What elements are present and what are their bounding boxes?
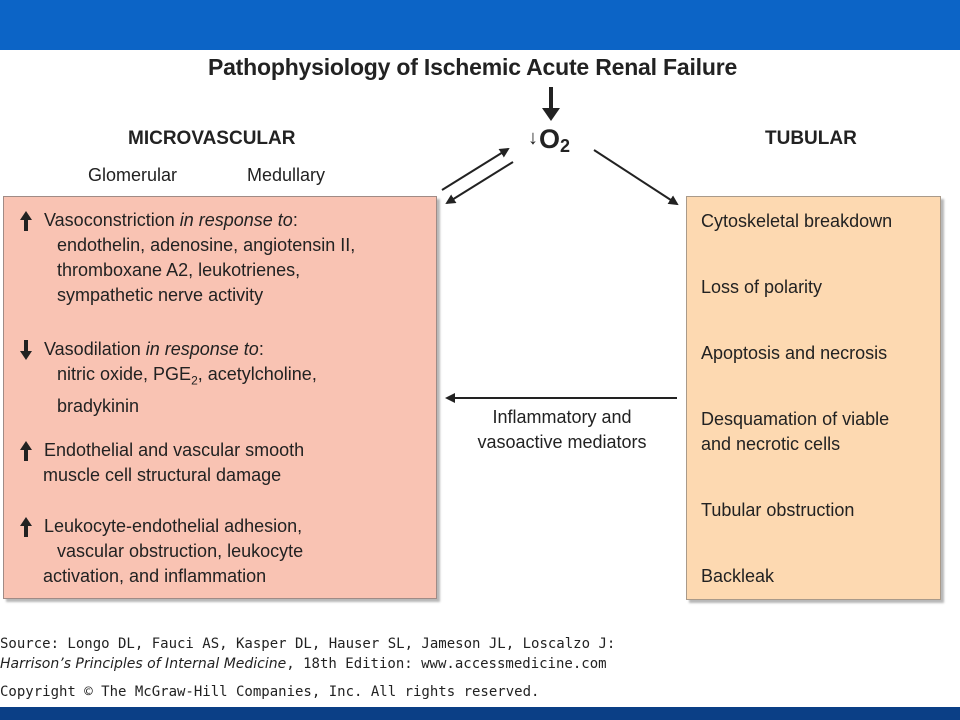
- vasodilation-line1-sub: 2: [191, 373, 198, 388]
- oxygen-decrease-label: ↓O2: [528, 124, 571, 156]
- arrow-up-icon: [20, 211, 32, 231]
- vasodilation-line1-pre: nitric oxide, PGE: [57, 364, 192, 384]
- mediators-line: Inflammatory and: [492, 407, 632, 427]
- arrow-up-icon: [20, 441, 32, 461]
- vasodilation-title: Vasodilation: [44, 339, 146, 359]
- slide-header-bar: [0, 0, 960, 50]
- tubular-item: Cytoskeletal breakdown: [701, 211, 893, 231]
- medullary-label: Medullary: [247, 165, 326, 185]
- arrow-down-icon: [20, 340, 32, 360]
- adhesion-line: activation, and inflammation: [43, 566, 267, 586]
- adhesion-entry: Leukocyte-endothelial adhesion, vascular…: [18, 514, 303, 589]
- source-citation: Source: Longo DL, Fauci AS, Kasper DL, H…: [0, 636, 616, 652]
- oxygen-symbol: O: [539, 124, 561, 154]
- structural-damage-line: muscle cell structural damage: [43, 465, 282, 485]
- book-title: Harrison’s Principles of Internal Medici…: [0, 656, 287, 672]
- microvascular-heading: MICROVASCULAR: [128, 128, 296, 149]
- arrow-microvascular-to-o2: [441, 147, 510, 191]
- tubular-heading: TUBULAR: [765, 128, 857, 149]
- arrow-o2-to-tubular: [593, 149, 679, 206]
- vasoconstriction-title: Vasoconstriction: [44, 210, 180, 230]
- source-book-line: Harrison’s Principles of Internal Medici…: [0, 656, 607, 672]
- vasoconstriction-line: sympathetic nerve activity: [57, 285, 264, 305]
- microvascular-box: Vasoconstriction in response to: endothe…: [3, 196, 437, 599]
- tubular-box: Cytoskeletal breakdown Loss of polarity …: [686, 196, 941, 600]
- slide-footer-bar: [0, 707, 960, 720]
- tubular-item: Apoptosis and necrosis: [701, 343, 888, 363]
- vasoconstriction-qualifier: in response to: [179, 210, 293, 230]
- copyright-notice: Copyright © The McGraw-Hill Companies, I…: [0, 684, 540, 700]
- mediators-line: vasoactive mediators: [477, 432, 647, 452]
- arrow-o2-to-microvascular: [445, 161, 514, 205]
- down-arrow-icon: ↓: [528, 127, 538, 149]
- vasodilation-entry: Vasodilation in response to: nitric oxid…: [18, 337, 317, 419]
- vasodilation-line: bradykinin: [57, 395, 140, 416]
- diagram-title: Pathophysiology of Ischemic Acute Renal …: [207, 54, 738, 80]
- tubular-item: and necrotic cells: [701, 434, 841, 454]
- structural-damage-entry: Endothelial and vascular smooth muscle c…: [18, 438, 304, 488]
- oxygen-subscript: 2: [560, 136, 571, 156]
- mediators-label: Inflammatory and vasoactive mediators: [452, 405, 672, 455]
- arrow-title-to-o2-head: [542, 108, 560, 121]
- vasoconstriction-entry: Vasoconstriction in response to: endothe…: [18, 208, 355, 308]
- arrow-up-icon: [20, 517, 32, 537]
- adhesion-title: Leukocyte-endothelial adhesion,: [44, 516, 303, 536]
- tubular-item: Backleak: [701, 566, 775, 586]
- vasoconstriction-line: thromboxane A2, leukotrienes,: [57, 260, 301, 280]
- tubular-item: Loss of polarity: [701, 277, 823, 297]
- tubular-item: Desquamation of viable: [701, 409, 890, 429]
- book-edition: , 18th Edition: www.accessmedicine.com: [286, 656, 607, 672]
- vasodilation-line1-post: , acetylcholine,: [197, 364, 317, 384]
- structural-damage-title: Endothelial and vascular smooth: [44, 440, 305, 460]
- adhesion-line: vascular obstruction, leukocyte: [57, 541, 304, 561]
- glomerular-label: Glomerular: [88, 165, 178, 185]
- vasodilation-colon: :: [258, 339, 264, 359]
- vasoconstriction-line: endothelin, adenosine, angiotensin II,: [57, 235, 356, 255]
- tubular-item: Tubular obstruction: [701, 500, 855, 520]
- vasodilation-qualifier: in response to: [145, 339, 259, 359]
- vasoconstriction-colon: :: [292, 210, 298, 230]
